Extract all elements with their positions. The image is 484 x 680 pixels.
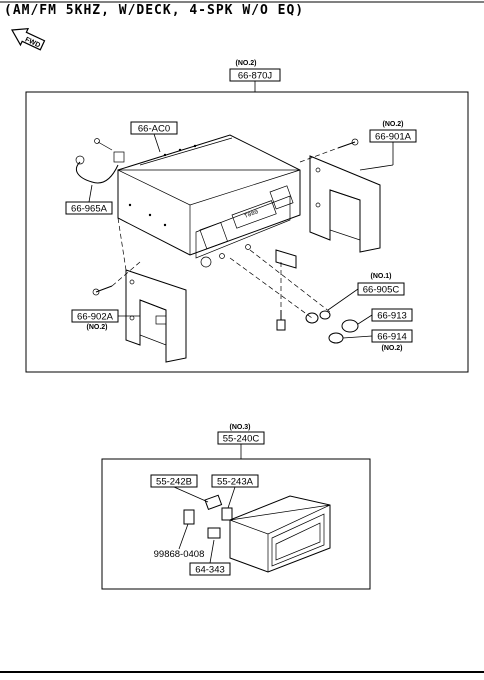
radio-display: T080: [243, 208, 259, 220]
bolt-icon: [276, 310, 286, 331]
part-64343-label: 64-343: [195, 565, 225, 576]
part-66913-label: 66-913: [377, 311, 407, 322]
part-55243a-leader: [227, 486, 236, 509]
fwd-arrow-icon: FWD: [11, 27, 46, 51]
part-66913-leader: [357, 314, 373, 325]
assembly-1-frame: [25, 91, 469, 373]
assembly-1-part-number: 66-870J: [238, 71, 273, 82]
part-66902a-note: (NO.2): [87, 324, 108, 331]
part-66ac0-leader: [153, 133, 161, 153]
part-55242b-label: 55-242B: [156, 477, 192, 488]
clip-parts: [183, 494, 233, 539]
part-66902a-label: 66-902A: [77, 312, 114, 323]
assembly-2-note: (NO.3): [230, 424, 251, 431]
part-64343-leader: [209, 539, 215, 564]
part-66905c-note: (NO.1): [371, 273, 392, 280]
part-55242b-leader: [173, 486, 209, 503]
assembly-2-part-number: 55-240C: [223, 434, 260, 445]
pocket-tray: [229, 495, 331, 573]
part-66905c-label: 66-905C: [363, 285, 400, 296]
assembly-1-note: (NO.2): [236, 60, 257, 67]
part-66905c-leader: [327, 288, 359, 311]
part-66914-label: 66-914: [377, 332, 407, 343]
ground-wire: [75, 138, 125, 184]
diagram-title: (AM/FM 5KHZ, W/DECK, 4-SPK W/O EQ): [4, 3, 304, 18]
part-66914-note: (NO.2): [382, 345, 403, 352]
part-99868-leader: [178, 523, 189, 550]
part-66ac0-label: 66-AC0: [138, 124, 170, 135]
part-66965a-label: 66-965A: [71, 204, 108, 215]
bracket-right: [275, 155, 381, 269]
part-66965a-leader: [88, 184, 93, 203]
part-66901a-note: (NO.2): [383, 121, 404, 128]
part-66914-leader: [342, 335, 373, 339]
knob-parts: [305, 310, 359, 344]
radio-unit: T080: [117, 134, 301, 268]
part-66901a-label: 66-901A: [375, 132, 412, 143]
screw-top-icon: [337, 138, 359, 149]
part-99868-label: 99868-0408: [154, 549, 205, 560]
part-55243a-label: 55-243A: [217, 477, 254, 488]
assembly-2-frame: [101, 458, 371, 590]
screw-left-icon: [92, 285, 113, 296]
